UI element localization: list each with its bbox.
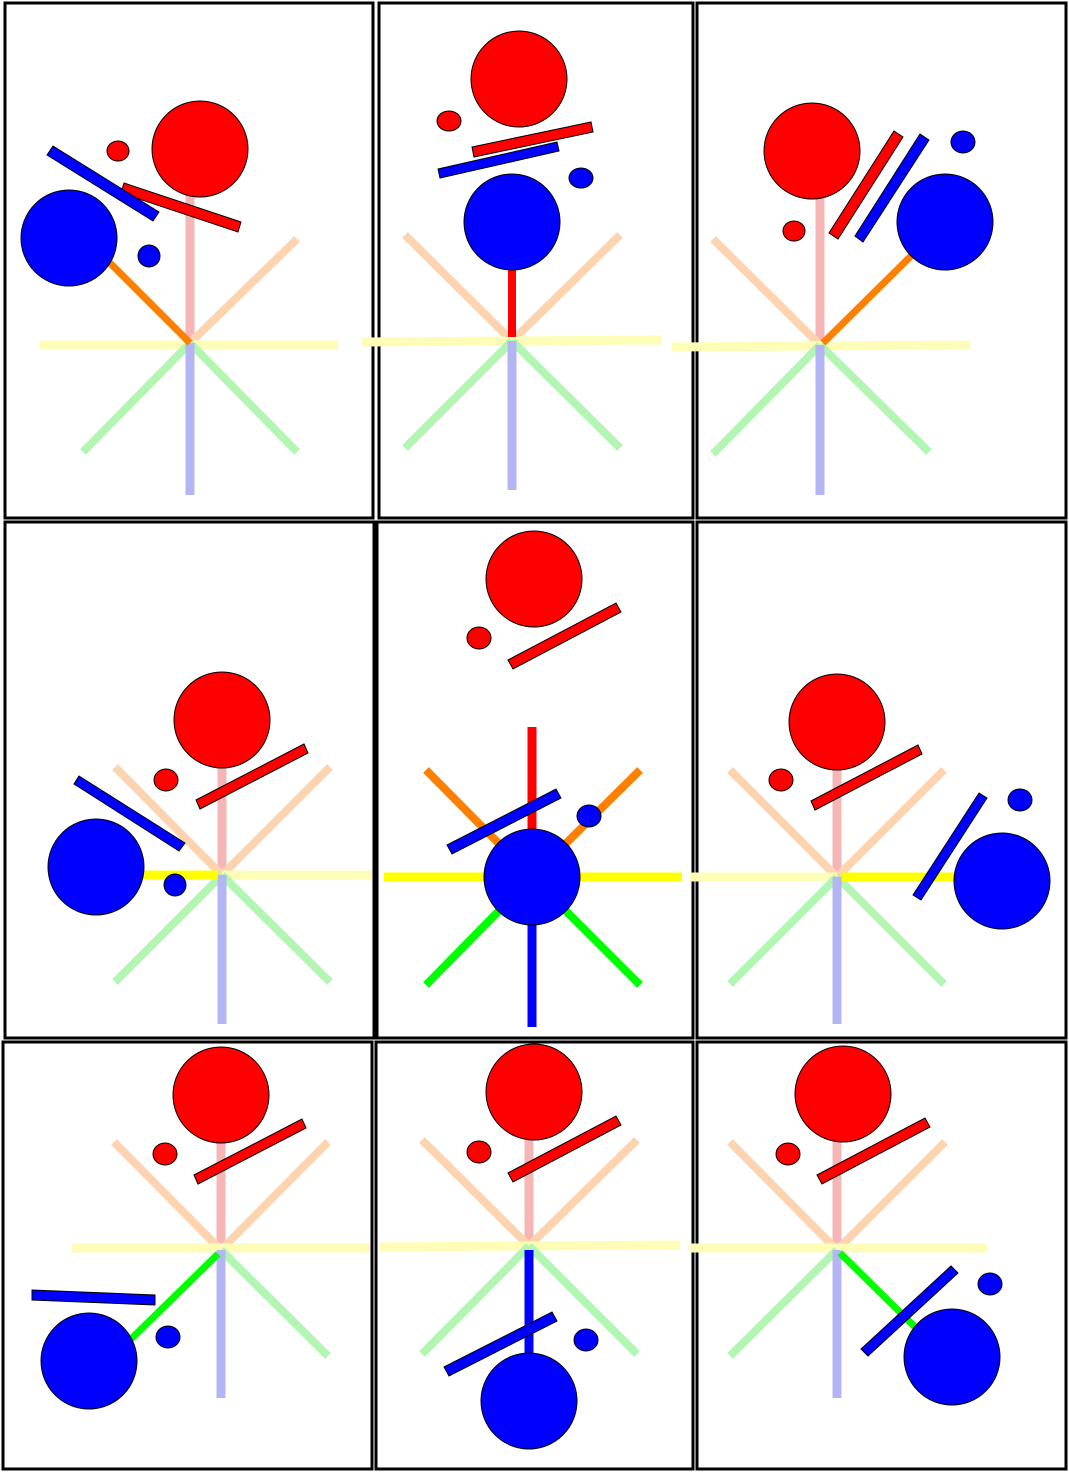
small-blue-dot	[950, 130, 976, 154]
blue-bar	[31, 1289, 156, 1306]
small-red-dot	[153, 768, 179, 792]
small-red-dot	[152, 1142, 178, 1166]
blue-ball	[483, 828, 581, 926]
small-blue-dot	[576, 804, 602, 828]
panel-frame	[695, 1, 1068, 520]
red-ball	[788, 673, 886, 771]
red-bar	[507, 602, 622, 670]
faded-ray-down-right	[817, 342, 932, 455]
faded-ray-down-right	[219, 872, 333, 985]
small-blue-dot	[163, 873, 187, 897]
red-ball	[794, 1045, 892, 1143]
blue-ball	[40, 1312, 138, 1410]
small-blue-dot	[977, 1272, 1003, 1296]
small-red-dot	[106, 140, 130, 162]
red-bar	[195, 743, 309, 810]
red-ball	[173, 671, 271, 769]
red-bar	[471, 121, 594, 158]
small-red-dot	[768, 768, 794, 792]
blue-ball	[903, 1308, 1001, 1406]
panel-row3-col2	[374, 1040, 695, 1471]
red-ball	[485, 1043, 583, 1141]
red-ball	[470, 30, 568, 128]
blue-bar	[443, 1311, 558, 1377]
faded-ray-down-right	[218, 1247, 331, 1359]
small-red-dot	[466, 1140, 492, 1164]
faded-ray-down-left	[727, 1247, 840, 1359]
faded-ray-down-left	[727, 874, 840, 987]
faded-ray-down-left	[112, 872, 225, 985]
faded-ray-up-left	[419, 1137, 532, 1249]
small-red-dot	[466, 626, 492, 650]
panel-row3-col1	[1, 1040, 374, 1471]
faded-ray-up-left	[727, 1139, 840, 1253]
faded-ray-up-right	[218, 1139, 331, 1253]
faded-ray-down-left	[419, 1243, 532, 1357]
small-red-dot	[782, 220, 806, 242]
red-bar	[828, 130, 904, 240]
blue-bar	[46, 145, 160, 222]
blue-bar	[446, 788, 562, 855]
blue-ball	[463, 173, 561, 271]
red-ball	[172, 1046, 270, 1144]
blue-ball	[896, 173, 994, 271]
panel-row2-col2	[375, 520, 695, 1040]
faded-ray-down-right	[187, 340, 300, 455]
panel-row2-col3	[690, 520, 1068, 1040]
small-blue-dot	[573, 1328, 599, 1352]
red-ball	[485, 530, 583, 628]
faded-ray-up-right	[509, 232, 623, 344]
blue-bar	[437, 141, 560, 179]
blue-bar	[912, 792, 988, 901]
blue-bar	[860, 1265, 959, 1357]
faded-ray-up-left	[710, 236, 823, 348]
faded-ray-up-left	[727, 767, 840, 880]
highlighted-ray-down-left	[127, 1251, 221, 1343]
blue-bar	[73, 775, 186, 852]
panel-row3-col3	[690, 1040, 1068, 1471]
red-ball	[151, 100, 249, 198]
faded-ray-down-right	[509, 338, 623, 451]
faded-ray-up-left	[402, 232, 515, 344]
small-blue-dot	[137, 244, 161, 268]
blue-ball	[20, 189, 118, 287]
faded-ray-up-left	[111, 1139, 224, 1253]
highlighted-ray-up-right	[820, 252, 915, 346]
blue-ball	[47, 818, 145, 916]
highlighted-ray-up-left	[97, 250, 193, 346]
panel-row1-col3	[671, 1, 1068, 520]
blue-bar	[854, 133, 930, 243]
small-red-dot	[775, 1142, 801, 1166]
faded-ray-down-right	[834, 874, 947, 987]
faded-ray-up-left	[112, 764, 225, 878]
faded-ray-up-right	[526, 1137, 640, 1249]
small-blue-dot	[568, 167, 594, 189]
blue-ball	[953, 832, 1051, 930]
faded-ray-down-left	[402, 338, 515, 451]
faded-ray-down-left	[710, 342, 823, 457]
small-blue-dot	[155, 1325, 181, 1349]
panel-row1-col1	[3, 1, 375, 520]
faded-ray-down-left	[80, 340, 193, 455]
panel-row2-col1	[3, 520, 376, 1040]
red-bar	[810, 744, 923, 811]
red-bar	[193, 1118, 307, 1185]
small-blue-dot	[1007, 788, 1033, 812]
red-bar	[816, 1117, 931, 1185]
faded-ray-up-right	[834, 1139, 948, 1253]
faded-ray-up-right	[219, 764, 333, 878]
blue-ball	[480, 1352, 578, 1450]
faded-ray-up-right	[834, 767, 947, 880]
faded-ray-down-right	[526, 1243, 640, 1357]
red-ball	[763, 102, 861, 200]
small-red-dot	[436, 110, 462, 132]
red-bar	[507, 1115, 622, 1183]
faded-ray-up-right	[187, 236, 300, 346]
panel-row1-col2	[361, 1, 695, 520]
